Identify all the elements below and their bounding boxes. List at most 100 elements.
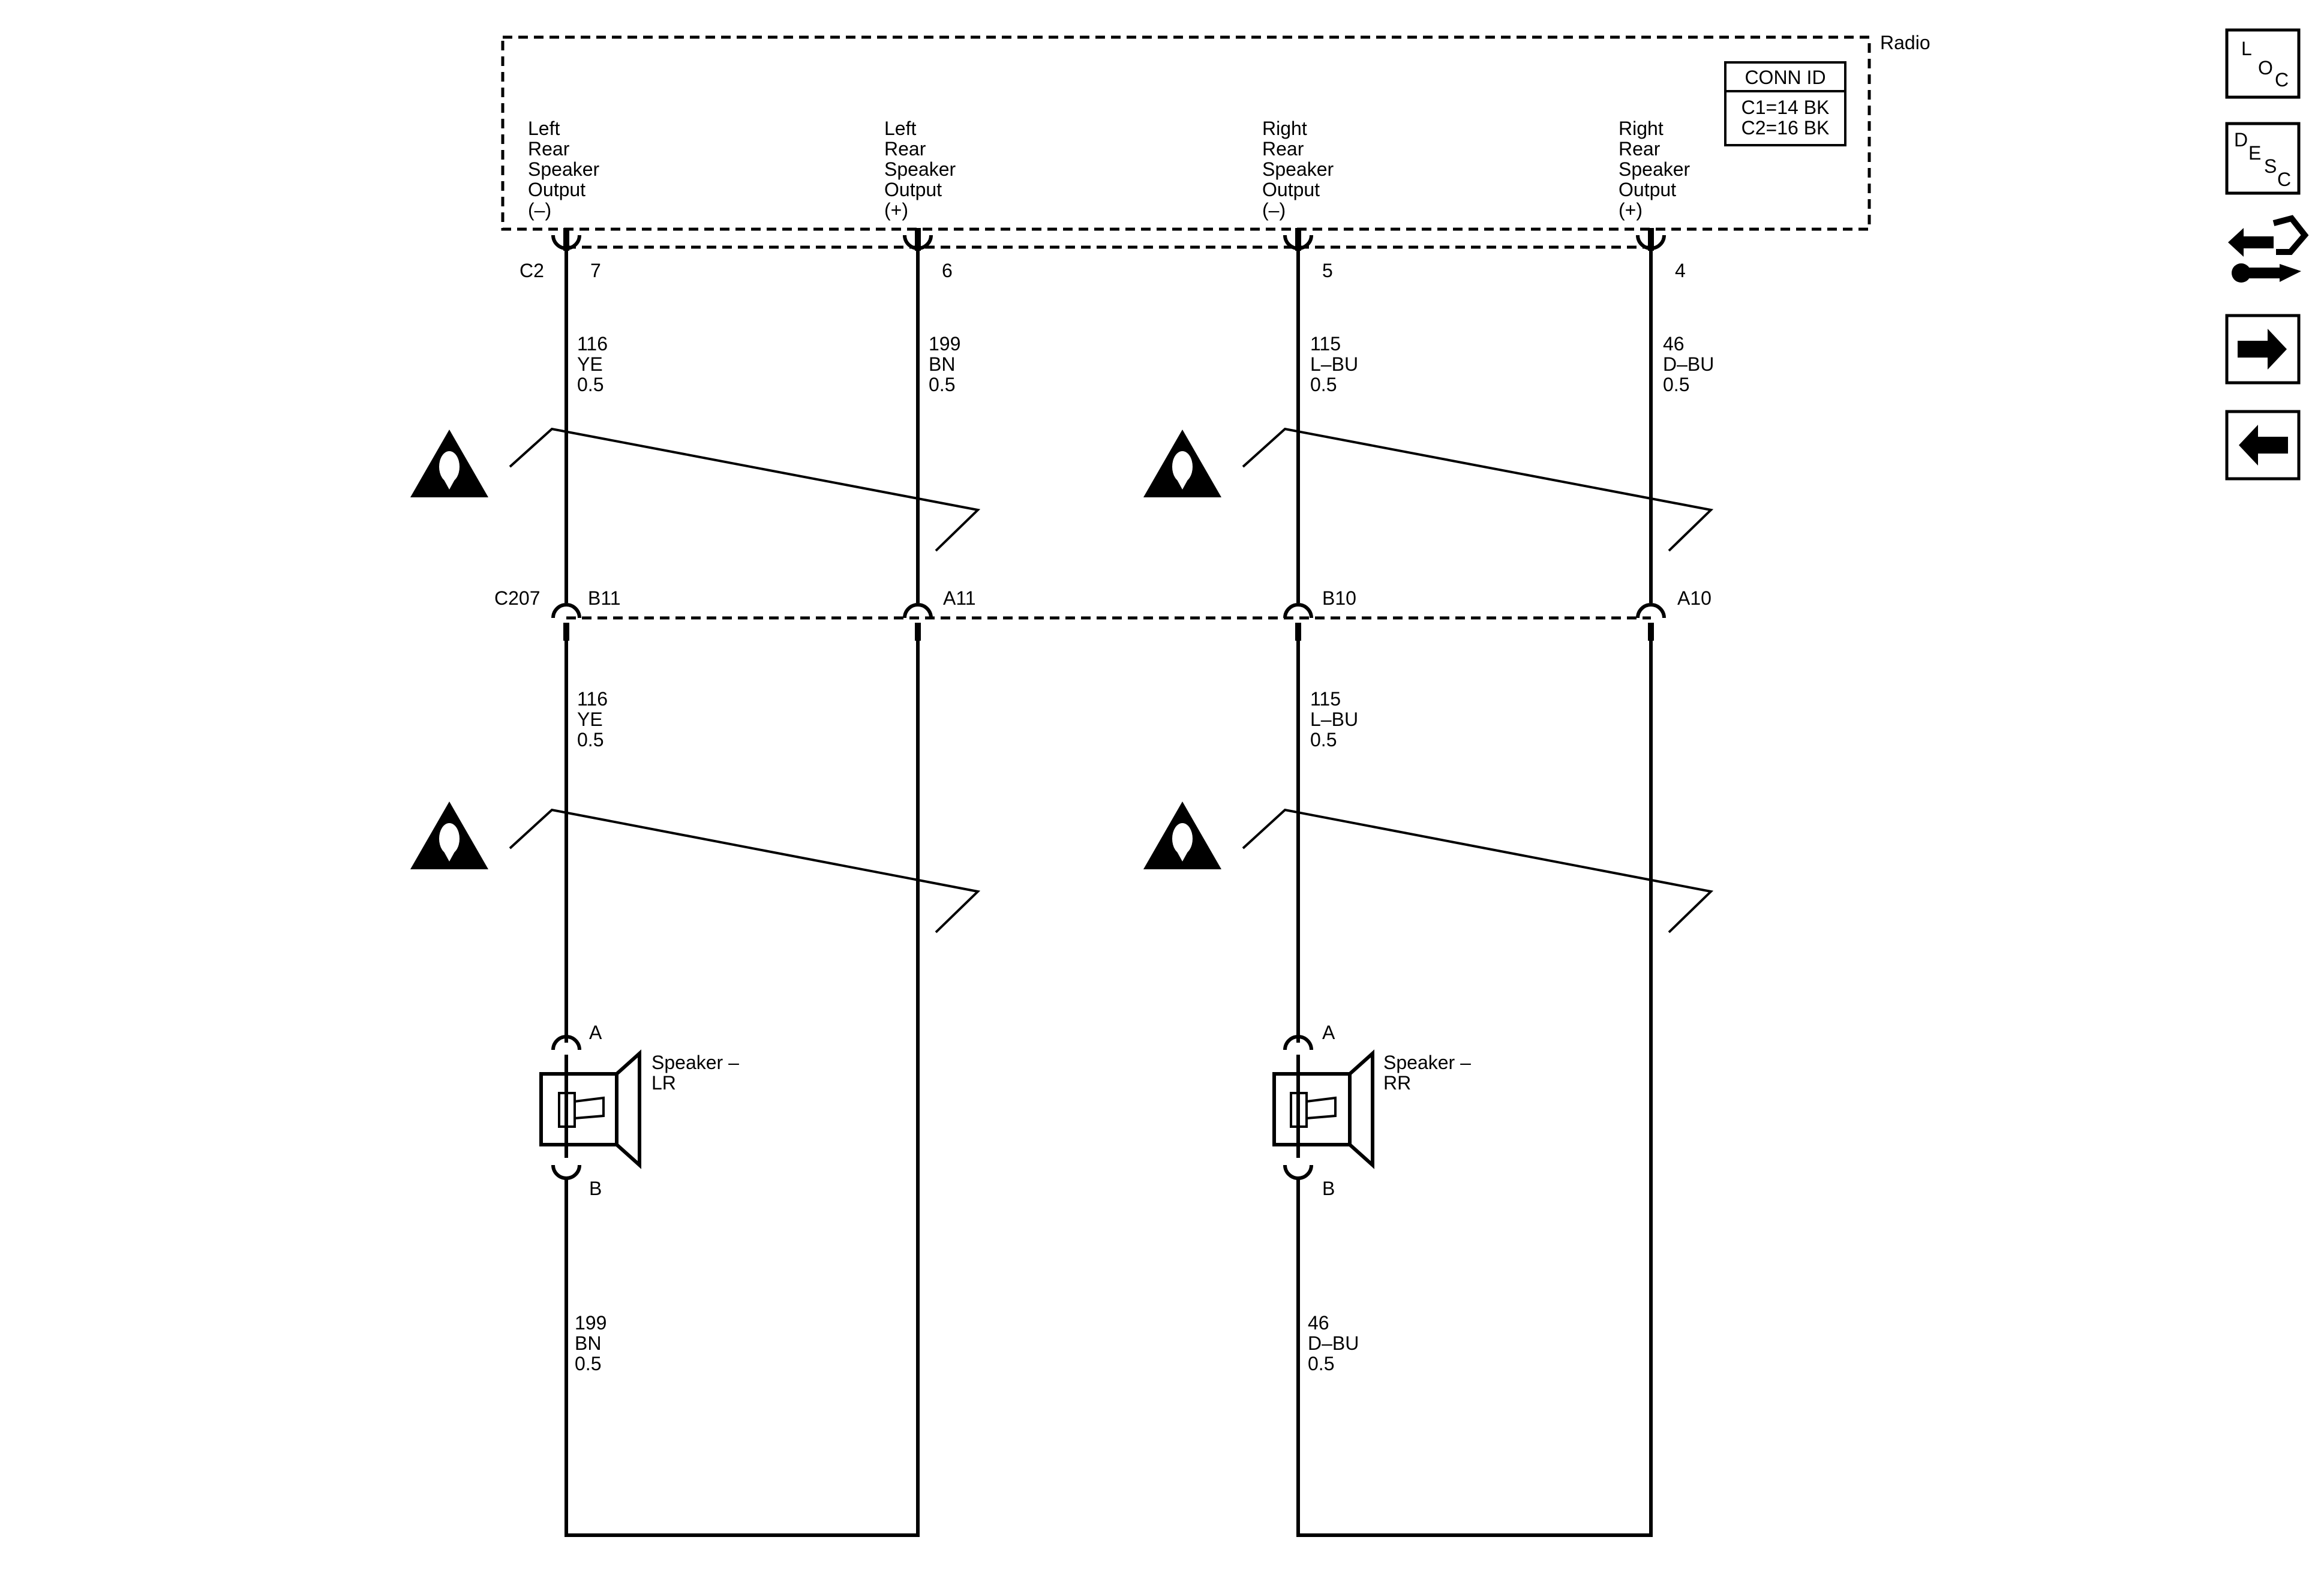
svg-text:0.5: 0.5 <box>577 374 603 395</box>
wire-label-116-ye-upper: 116 YE 0.5 <box>577 333 608 395</box>
wire-label-199-bn-upper: 199 BN 0.5 <box>929 333 960 395</box>
speaker-rr-name: RR <box>1383 1072 1411 1094</box>
svg-text:116: 116 <box>577 688 608 710</box>
svg-text:Right: Right <box>1619 118 1664 139</box>
speaker-rr-pin-a: A <box>1322 1022 1335 1043</box>
svg-text:Output: Output <box>1619 179 1676 200</box>
upper-wires <box>565 251 1653 603</box>
speaker-lr <box>539 1035 641 1180</box>
twisted-pair-symbol <box>1242 427 1714 552</box>
svg-text:D–BU: D–BU <box>1308 1332 1359 1354</box>
svg-text:Rear: Rear <box>1619 138 1661 160</box>
svg-text:BN: BN <box>575 1332 601 1354</box>
conn-id-title: CONN ID <box>1744 67 1825 88</box>
svg-text:0.5: 0.5 <box>1663 374 1689 395</box>
svg-text:L–BU: L–BU <box>1310 709 1358 730</box>
connector-c207-pin: B11 <box>588 587 621 609</box>
svg-text:Speaker: Speaker <box>1262 158 1334 180</box>
svg-text:Speaker: Speaker <box>1619 158 1691 180</box>
connector-c207-name: C207 <box>494 587 541 609</box>
twisted-pair-symbol <box>509 427 981 552</box>
svg-text:Left: Left <box>884 118 916 139</box>
conn-id-line: C1=14 BK <box>1742 97 1830 118</box>
connector-c2-pin: 5 <box>1322 260 1333 281</box>
arrow-left-icon <box>2239 425 2288 466</box>
output-label-right-rear-neg: Right Rear Speaker Output (–) <box>1262 118 1334 221</box>
speaker-lr-name: LR <box>651 1072 676 1094</box>
svg-text:L–BU: L–BU <box>1310 353 1358 375</box>
svg-text:46: 46 <box>1308 1312 1329 1334</box>
loc-icon: L <box>2241 38 2252 59</box>
speaker-lr-name: Speaker – <box>651 1052 739 1073</box>
svg-text:116: 116 <box>577 333 608 355</box>
svg-text:YE: YE <box>577 709 603 730</box>
loc-icon: O <box>2258 57 2273 79</box>
lower-wires <box>565 641 1653 1537</box>
wire-label-199-bn-return: 199 BN 0.5 <box>575 1312 606 1374</box>
svg-text:Left: Left <box>528 118 560 139</box>
connector-c207-pin: B10 <box>1322 587 1356 609</box>
svg-text:Speaker: Speaker <box>528 158 600 180</box>
wire-label-115-lbu-lower: 115 L–BU 0.5 <box>1310 688 1358 751</box>
wire-label-46-dbu-return: 46 D–BU 0.5 <box>1308 1312 1359 1374</box>
connector-c2-pin: 4 <box>1675 260 1686 281</box>
loc-button[interactable]: L O C <box>2225 28 2301 99</box>
speaker-lr-pin-b: B <box>589 1178 602 1199</box>
output-label-left-rear-neg: Left Rear Speaker Output (–) <box>528 118 600 221</box>
next-button[interactable] <box>2225 314 2301 385</box>
connector-c207-pin: A11 <box>943 587 976 609</box>
desc-icon: D <box>2234 129 2248 151</box>
connector-swap-button[interactable] <box>2228 215 2309 283</box>
svg-text:Output: Output <box>1262 179 1320 200</box>
svg-text:(–): (–) <box>528 199 551 221</box>
connector-c207-terminals <box>551 603 1666 641</box>
desc-icon: S <box>2264 155 2277 177</box>
connector-c2-terminals <box>551 228 1666 251</box>
svg-text:0.5: 0.5 <box>1308 1353 1334 1374</box>
connector-swap-icon <box>2228 215 2309 283</box>
wire-label-115-lbu-upper: 115 L–BU 0.5 <box>1310 333 1358 395</box>
svg-text:0.5: 0.5 <box>1310 374 1337 395</box>
radio-component-outline <box>501 35 1871 231</box>
speaker-lr-pin-a: A <box>589 1022 602 1043</box>
speaker-rr <box>1272 1035 1374 1180</box>
warning-icon[interactable] <box>1143 430 1221 497</box>
svg-text:Rear: Rear <box>528 138 570 160</box>
svg-text:0.5: 0.5 <box>577 729 603 751</box>
svg-text:Output: Output <box>528 179 585 200</box>
svg-text:D–BU: D–BU <box>1663 353 1714 375</box>
svg-text:(+): (+) <box>1619 199 1643 221</box>
twisted-pair-symbol <box>509 808 981 933</box>
svg-text:115: 115 <box>1310 333 1341 355</box>
desc-icon: E <box>2248 142 2261 164</box>
connector-c207-pin: A10 <box>1677 587 1712 609</box>
arrow-right-icon <box>2238 329 2287 370</box>
radio-component-name: Radio <box>1880 32 1930 53</box>
speaker-rr-pin-b: B <box>1322 1178 1335 1199</box>
svg-text:Speaker: Speaker <box>884 158 956 180</box>
svg-text:BN: BN <box>929 353 955 375</box>
loc-icon: C <box>2275 69 2289 91</box>
svg-text:Rear: Rear <box>884 138 926 160</box>
output-label-left-rear-pos: Left Rear Speaker Output (+) <box>884 118 956 221</box>
warning-icon[interactable] <box>410 801 488 869</box>
svg-text:199: 199 <box>575 1312 606 1334</box>
desc-button[interactable]: D E S C <box>2225 122 2301 195</box>
connector-c2-name: C2 <box>520 260 544 281</box>
speaker-rr-name: Speaker – <box>1383 1052 1471 1073</box>
warning-icon[interactable] <box>410 430 488 497</box>
output-label-right-rear-pos: Right Rear Speaker Output (+) <box>1619 118 1691 221</box>
wire-label-116-ye-lower: 116 YE 0.5 <box>577 688 608 751</box>
previous-button[interactable] <box>2225 410 2301 481</box>
svg-text:199: 199 <box>929 333 960 355</box>
svg-text:46: 46 <box>1663 333 1685 355</box>
svg-text:YE: YE <box>577 353 603 375</box>
svg-text:(–): (–) <box>1262 199 1286 221</box>
svg-text:Rear: Rear <box>1262 138 1304 160</box>
svg-text:115: 115 <box>1310 688 1341 710</box>
svg-text:Output: Output <box>884 179 942 200</box>
warning-icon[interactable] <box>1143 801 1221 869</box>
svg-text:Right: Right <box>1262 118 1307 139</box>
conn-id-box: CONN ID C1=14 BK C2=16 BK <box>1724 61 1846 146</box>
